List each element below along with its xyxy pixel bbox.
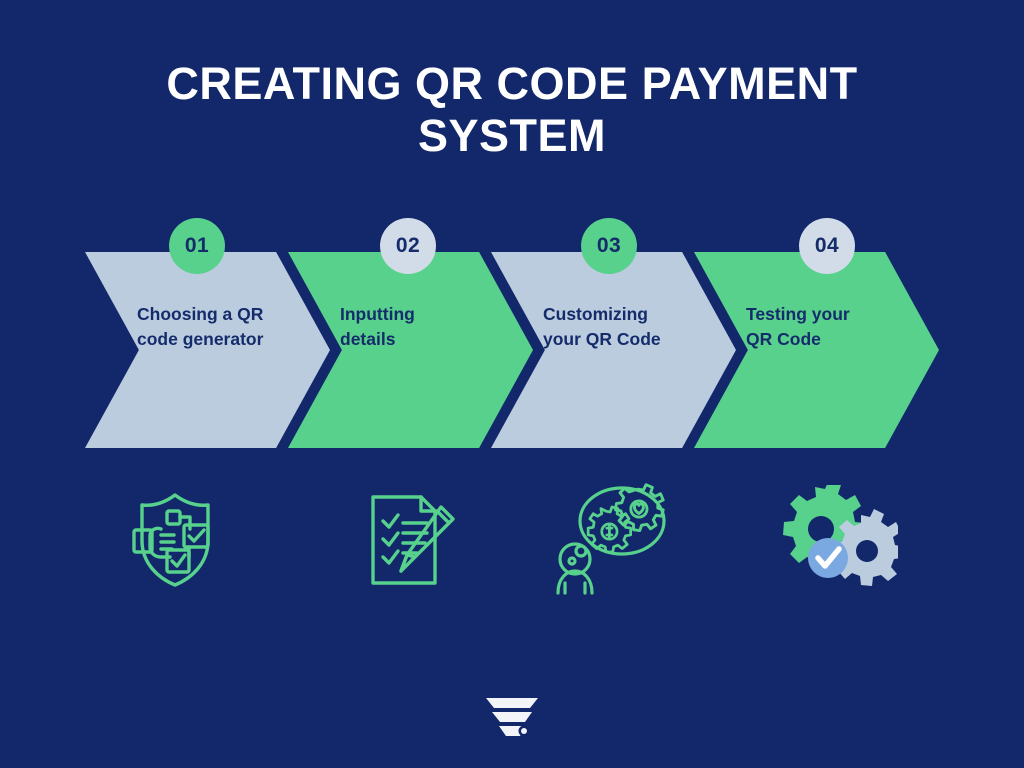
step-1-icon-cell bbox=[105, 480, 245, 600]
icons-row bbox=[0, 480, 1024, 610]
step-1-label: Choosing a QR code generator bbox=[137, 304, 264, 349]
step-2[interactable]: Inputting details bbox=[288, 252, 533, 448]
step-4-number-badge: 04 bbox=[799, 218, 855, 274]
step-2-icon-cell bbox=[340, 480, 480, 600]
check-badge-icon bbox=[807, 538, 848, 578]
gray-gear-icon bbox=[831, 509, 898, 586]
step-3-number-badge: 03 bbox=[581, 218, 637, 274]
step-1-number-badge: 01 bbox=[169, 218, 225, 274]
step-4[interactable]: Testing your QR Code bbox=[694, 252, 939, 448]
steps-flow: Choosing a QR code generator 01 Inputtin… bbox=[0, 218, 1024, 458]
step-4-label: Testing your QR Code bbox=[746, 304, 850, 349]
step-4-icon-cell bbox=[765, 480, 905, 600]
funnel-bars-logo bbox=[486, 698, 538, 737]
gears-check-icon bbox=[782, 485, 898, 586]
step-3-icon-cell bbox=[540, 480, 680, 600]
step-3[interactable]: Customizing your QR Code bbox=[491, 252, 736, 448]
footer-logo bbox=[0, 692, 1024, 744]
page-title: CREATING QR CODE PAYMENT SYSTEM bbox=[166, 58, 858, 161]
step-1[interactable]: Choosing a QR code generator bbox=[85, 252, 330, 448]
step-2-label: Inputting details bbox=[340, 304, 415, 349]
shield-hand-checkbox-icon bbox=[132, 493, 210, 587]
step-3-label: Customizing your QR Code bbox=[543, 304, 661, 349]
person-thought-gears-icon bbox=[556, 482, 666, 595]
checklist-pencil-icon bbox=[371, 495, 455, 585]
step-2-number-badge: 02 bbox=[380, 218, 436, 274]
